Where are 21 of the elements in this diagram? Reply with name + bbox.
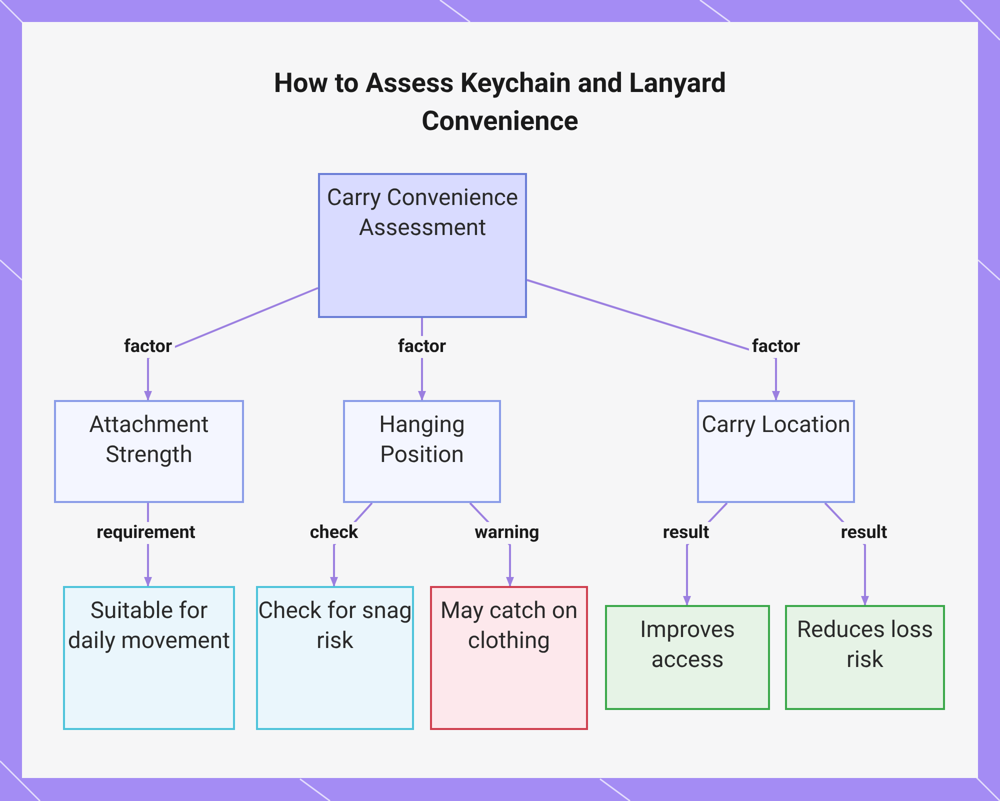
- node-text: Reduces loss risk: [796, 615, 934, 675]
- process-box: [430, 586, 588, 730]
- arrow: [526, 279, 780, 401]
- arrow: [144, 287, 318, 401]
- process-box: [605, 605, 770, 710]
- process-box: [697, 400, 855, 503]
- node-text: Hanging Position: [378, 410, 466, 470]
- node-text: Improves access: [639, 615, 736, 675]
- process-box: [256, 586, 414, 730]
- diagram-title: How to Assess Keychain and Lanyard Convenience: [272, 66, 728, 139]
- node-text: Check for snag risk: [258, 596, 412, 656]
- node-text: Carry Location: [702, 410, 850, 440]
- process-box: [318, 173, 527, 318]
- process-box: [63, 586, 235, 730]
- process-box: [785, 605, 945, 710]
- node-text: May catch on clothing: [439, 596, 579, 656]
- node-text: Suitable for daily movement: [66, 596, 232, 656]
- process-box: [54, 400, 244, 503]
- node-text: Carry Convenience Assessment: [326, 183, 520, 243]
- process-box: [343, 400, 501, 503]
- node-text: Attachment Strength: [88, 410, 210, 470]
